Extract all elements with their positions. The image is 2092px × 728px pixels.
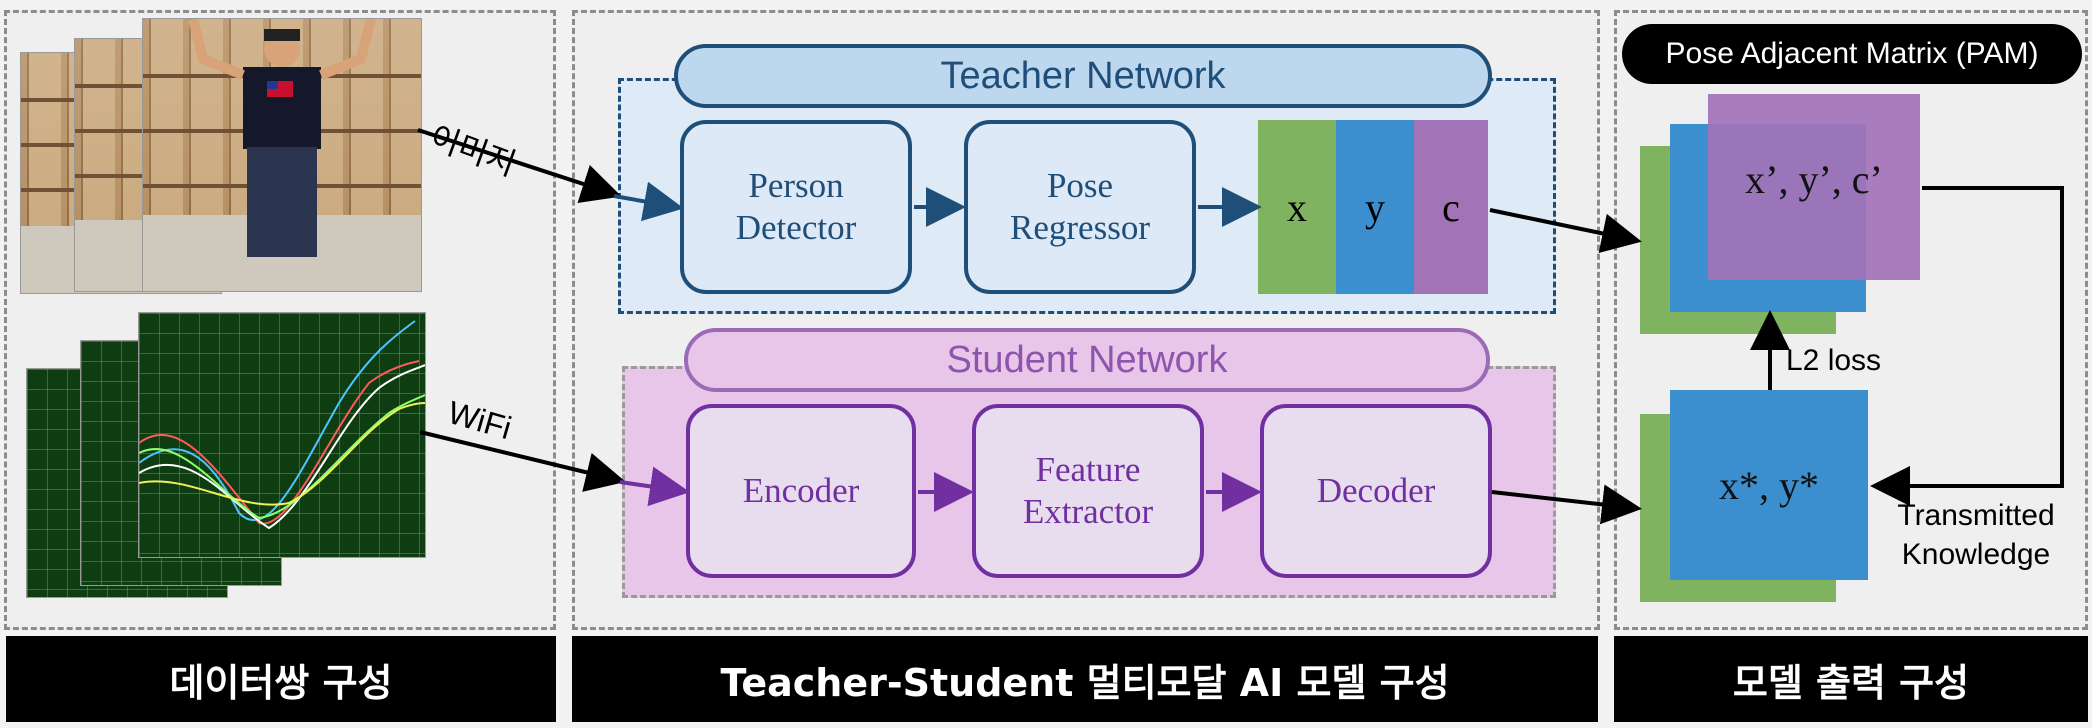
feature-extractor-box: Feature Extractor — [972, 404, 1204, 578]
footer-output: 모델 출력 구성 — [1614, 636, 2088, 722]
encoder-label: Encoder — [742, 471, 860, 510]
decoder-box: Decoder — [1260, 404, 1492, 578]
channel-y-label: y — [1365, 184, 1385, 230]
footer-model-label: Teacher-Student 멀티모달 AI 모델 구성 — [720, 660, 1450, 705]
footer-dataset: 데이터쌍 구성 — [6, 636, 556, 722]
pose-regressor-label: Pose Regressor — [1010, 166, 1150, 247]
teacher-matrix-label: x’, y’, c’ — [1745, 156, 1883, 202]
transmitted-knowledge-label: Transmitted Knowledge — [1897, 499, 2055, 571]
channel-c: c — [1414, 120, 1488, 294]
person-figure — [188, 19, 376, 257]
student-matrix-label: x*, y* — [1719, 462, 1819, 508]
channel-x-label: x — [1287, 184, 1307, 230]
teacher-matrix-purple: x’, y’, c’ — [1708, 94, 1920, 280]
wifi-sample-1 — [138, 312, 426, 558]
student-title-label: Student Network — [946, 338, 1228, 381]
footer-output-label: 모델 출력 구성 — [1732, 660, 1970, 705]
student-network-title: Student Network — [684, 328, 1490, 392]
wifi-csi-curves — [139, 320, 425, 530]
feature-extractor-label: Feature Extractor — [1022, 450, 1154, 531]
channel-c-label: c — [1442, 184, 1460, 230]
person-detector-box: Person Detector — [680, 120, 912, 294]
teacher-network-title: Teacher Network — [674, 44, 1492, 108]
channel-x: x — [1258, 120, 1336, 294]
student-matrix-blue: x*, y* — [1670, 390, 1868, 580]
footer-dataset-label: 데이터쌍 구성 — [169, 660, 393, 705]
pose-regressor-box: Pose Regressor — [964, 120, 1196, 294]
channel-y: y — [1336, 120, 1414, 294]
footer-model: Teacher-Student 멀티모달 AI 모델 구성 — [572, 636, 1598, 722]
pam-title-label: Pose Adjacent Matrix (PAM) — [1665, 37, 2039, 70]
image-sample-1 — [142, 18, 422, 292]
teacher-title-label: Teacher Network — [940, 54, 1226, 97]
decoder-label: Decoder — [1316, 471, 1436, 510]
encoder-box: Encoder — [686, 404, 916, 578]
pam-title: Pose Adjacent Matrix (PAM) — [1622, 24, 2082, 84]
l2-loss-label: L2 loss — [1786, 344, 1882, 377]
person-detector-label: Person Detector — [735, 166, 857, 247]
